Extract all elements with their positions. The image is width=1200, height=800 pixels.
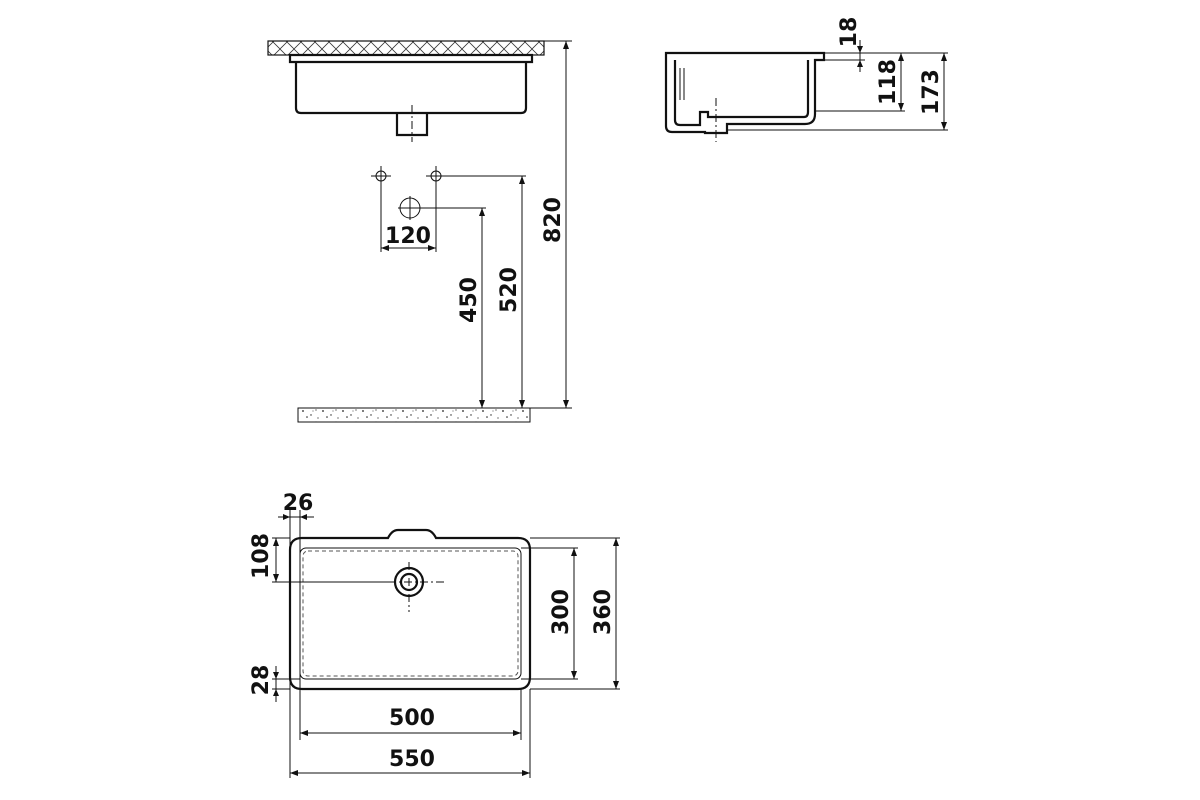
dimension-120: 120: [381, 224, 436, 251]
top-view: 26 108 28 300 360 500: [249, 491, 620, 778]
floor-section: [297, 407, 531, 423]
dimension-300: 300: [549, 548, 577, 679]
svg-text:26: 26: [283, 491, 314, 516]
svg-text:520: 520: [497, 267, 522, 313]
dimension-18: 18: [837, 17, 863, 72]
dimension-173: 173: [919, 53, 947, 130]
top-drain: [388, 562, 446, 612]
dimension-118: 118: [876, 53, 904, 111]
dimension-550: 550: [290, 747, 530, 776]
basin-lip: [288, 53, 534, 64]
dimension-450: 450: [457, 208, 485, 408]
countertop-section: [267, 40, 545, 56]
svg-text:550: 550: [389, 747, 435, 772]
front-view: 120 450 520 820: [267, 40, 572, 423]
svg-text:173: 173: [919, 69, 944, 115]
svg-text:820: 820: [541, 197, 566, 243]
svg-text:300: 300: [549, 589, 574, 635]
svg-text:450: 450: [457, 277, 482, 323]
svg-text:118: 118: [876, 59, 901, 105]
svg-text:108: 108: [249, 533, 274, 579]
top-basin-outer: [288, 528, 532, 691]
side-basin-outline: [664, 51, 826, 135]
dimension-26: 26: [278, 491, 314, 520]
dimension-108: 108: [249, 533, 279, 582]
side-view: 18 118 173: [664, 17, 948, 142]
basin-body: [294, 62, 528, 115]
svg-text:360: 360: [591, 589, 616, 635]
svg-text:500: 500: [389, 706, 435, 731]
svg-text:28: 28: [249, 665, 274, 696]
dimension-520: 520: [497, 176, 525, 408]
tap-hole-left: [371, 166, 391, 186]
dimension-500: 500: [300, 706, 521, 736]
dimension-360: 360: [591, 538, 619, 689]
svg-text:18: 18: [837, 17, 862, 48]
drain-outlet: [395, 113, 429, 137]
drain-hole: [398, 196, 422, 220]
side-basin-inner: [673, 60, 810, 127]
dimension-820: 820: [541, 41, 569, 408]
dimension-28: 28: [249, 665, 279, 702]
svg-text:120: 120: [385, 224, 431, 249]
